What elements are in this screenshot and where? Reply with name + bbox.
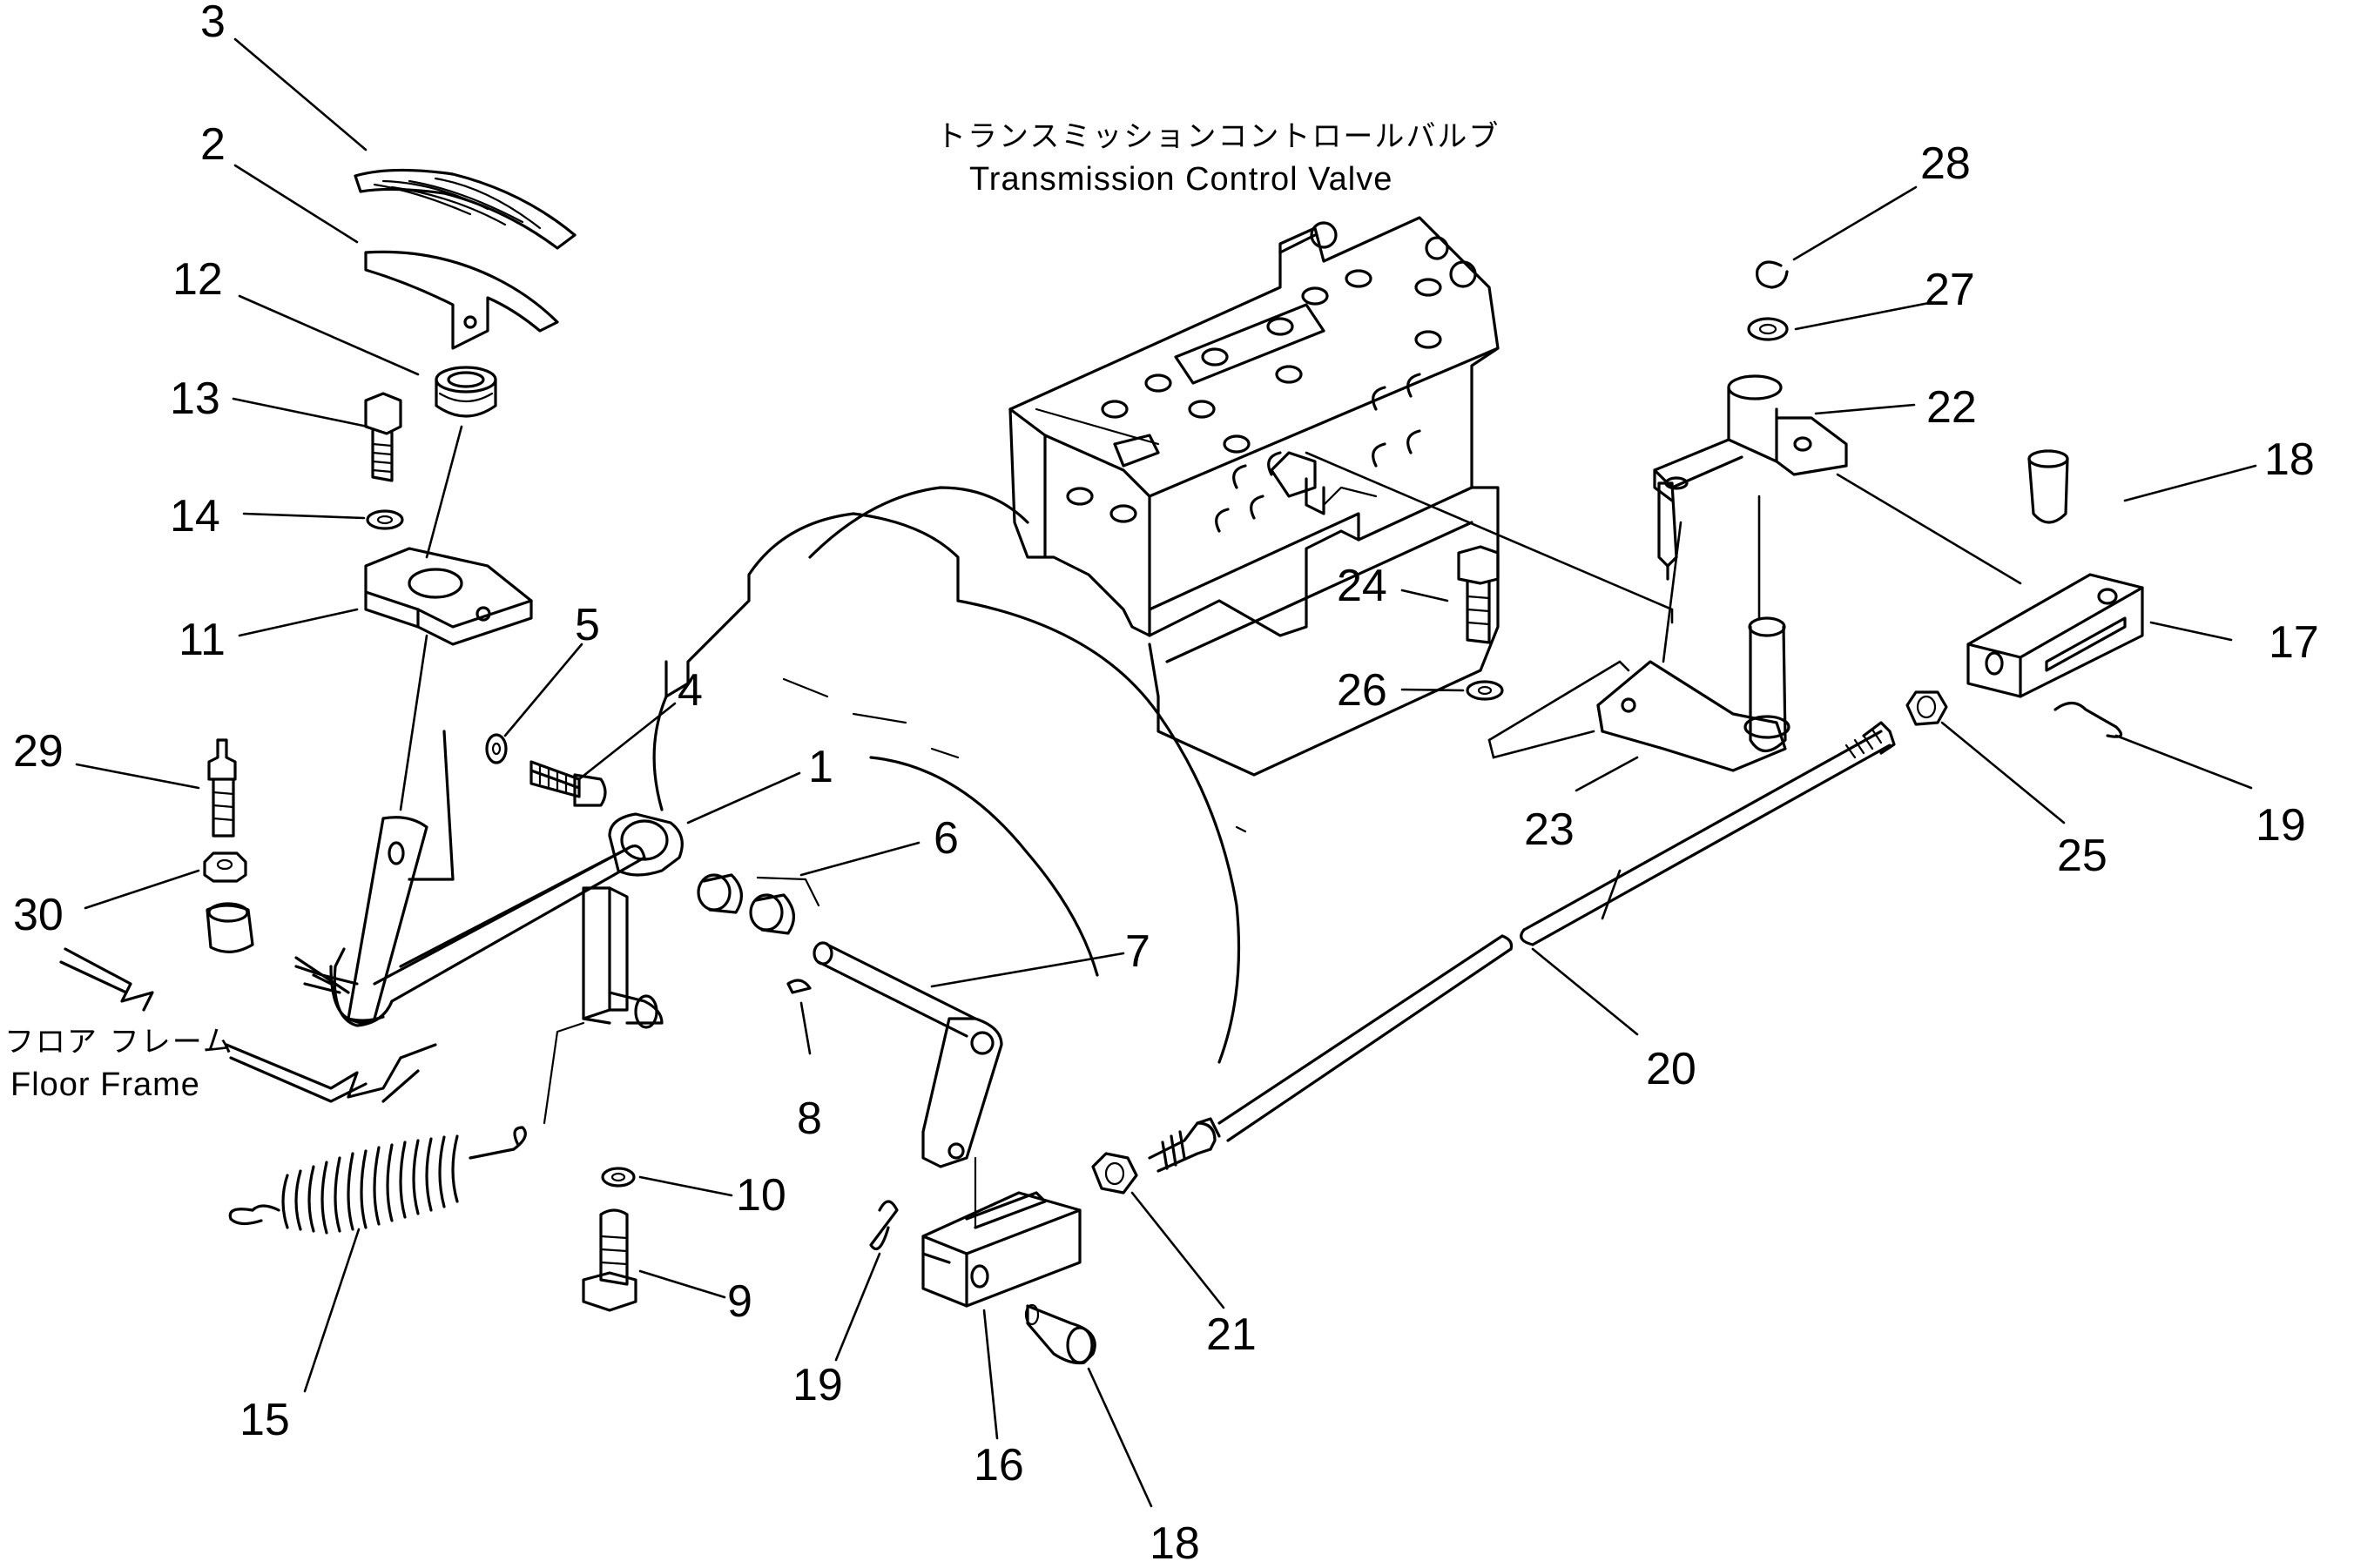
callout-30: 30 [13, 890, 64, 940]
cotter-pin-19-right [2053, 701, 2123, 738]
bolt-4 [529, 760, 607, 807]
callout-23: 22 [1926, 382, 1977, 433]
callout-3: 3 [200, 0, 226, 47]
clevis-pin-18-lower [1024, 1303, 1096, 1365]
yoke-16 [921, 1156, 1082, 1308]
lever-bracket-24 [1596, 616, 1790, 772]
nut-21 [1091, 1152, 1138, 1195]
clevis-block-17 [1966, 573, 2144, 698]
transmission-housing [652, 486, 1247, 1064]
nut-30 [203, 851, 247, 883]
stopper-plate [364, 547, 533, 646]
callout-7: 7 [1125, 926, 1150, 977]
callout-5: 5 [575, 600, 600, 650]
callout-26: 26 [1337, 665, 1387, 716]
callout-24: 23 [1524, 804, 1575, 855]
key [786, 979, 812, 994]
callout-14: 14 [170, 491, 220, 542]
callout-29: 29 [13, 726, 64, 777]
callout-11: 11 [179, 615, 226, 665]
floor-frame-break [59, 947, 437, 1103]
bolt-9 [582, 1208, 637, 1312]
callout-18-upper: 18 [2264, 434, 2315, 485]
valve-caption-en: Transmission Control Valve [969, 161, 1393, 198]
bolt-25 [1457, 545, 1500, 644]
callout-18-lower: 18 [1150, 1518, 1200, 1568]
callout-13: 13 [170, 373, 220, 424]
shaft-lever [813, 941, 1003, 1168]
pedal-bracket [364, 250, 559, 350]
callout-21: 21 [1206, 1309, 1257, 1360]
callout-12: 12 [172, 254, 223, 305]
floor-caption-jp: フロア フレーム [4, 1025, 234, 1060]
callout-16: 16 [974, 1440, 1024, 1491]
callout-8: 8 [797, 1094, 822, 1144]
callout-27: 27 [1925, 265, 1975, 315]
leader-lines [75, 37, 2257, 1508]
cotter-pin-19-left [869, 1200, 899, 1250]
callout-25: 24 [1337, 561, 1387, 611]
pedal-pad [354, 168, 577, 250]
transmission-control-valve [1008, 216, 1500, 777]
washer-26 [1466, 680, 1504, 701]
nut-22 [1905, 690, 1948, 726]
callout-1: 1 [808, 742, 833, 792]
callout-4: 4 [678, 665, 703, 716]
callout-6: 6 [934, 813, 959, 864]
bushings [697, 873, 820, 935]
callout-numbers: 3 2 12 13 14 11 5 4 1 6 7 8 10 9 15 19 1… [13, 0, 2319, 1568]
rubber-stopper [435, 366, 497, 418]
control-rod [1148, 721, 1896, 1173]
bolt-13 [364, 392, 402, 482]
callout-28: 28 [1920, 138, 1971, 189]
washer-14 [366, 509, 404, 530]
washer-10 [601, 1167, 636, 1188]
shift-lever-23 [1653, 374, 1848, 581]
return-spring [228, 1021, 585, 1235]
callout-19-left: 19 [792, 1360, 843, 1410]
assembly-guide-lines [399, 425, 2022, 920]
callout-19-right: 19 [2256, 800, 2306, 851]
callout-2: 2 [200, 119, 226, 170]
floor-caption-en: Floor Frame [10, 1067, 200, 1103]
washer-27 [1747, 317, 1789, 341]
cap-30 [206, 902, 254, 953]
snap-ring-28 [1756, 260, 1789, 289]
callout-20: 20 [1646, 1044, 1696, 1094]
callout-17: 17 [2269, 617, 2319, 668]
callout-10: 10 [736, 1170, 786, 1221]
washer-5 [485, 733, 508, 764]
callout-22: 25 [2057, 831, 2107, 881]
callout-15: 15 [239, 1395, 290, 1445]
valve-caption-jp: トランスミッションコントロールバルブ [936, 119, 1500, 154]
callout-9: 9 [727, 1276, 752, 1327]
stud-bolt-29 [207, 738, 237, 838]
pedal-lever [294, 730, 684, 1029]
clevis-pin-18-upper [2027, 449, 2069, 524]
